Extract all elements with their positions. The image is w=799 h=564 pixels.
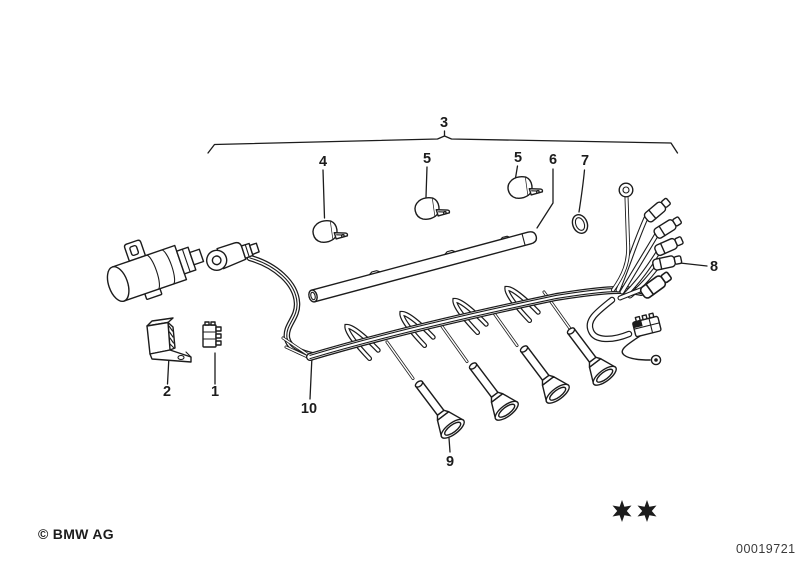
callout-6: 6 [549,152,557,168]
callout-3: 3 [440,115,448,131]
small-connector-drawing [202,321,222,348]
leader-5b [514,165,519,179]
leader-4 [322,169,326,219]
leader-8 [679,262,708,267]
leader-5a [425,166,428,198]
protective-tube-drawing [308,231,538,303]
connector-fan-wires [615,215,662,301]
branch-lead-and-junction [586,296,662,366]
leader-7 [578,169,586,213]
six-pointed-star-icon [637,500,657,522]
cable-clip-5a-drawing [412,194,451,222]
leader-6 [536,168,554,229]
callout-2: 2 [163,384,171,400]
callout-7: 7 [581,153,589,169]
callout-8: 8 [710,259,718,275]
grommet-ring-drawing [571,213,589,235]
cable-clip-5b-drawing [505,173,544,201]
callout-5b: 5 [514,150,522,166]
coil-lead-outline [246,254,320,360]
leader-lines [166,165,708,453]
footnote-stars [612,500,657,522]
callout-labels: 1 2 3 4 5 5 6 7 8 9 10 [163,115,718,470]
leader-9 [448,437,451,453]
callout-10: 10 [301,401,317,417]
cable-clip-4-drawing [310,217,349,245]
mounting-bracket-drawing [146,317,192,363]
callout-4: 4 [319,154,327,170]
ignition-coil-drawing [106,239,205,303]
callout-5a: 5 [423,151,431,167]
distributor-terminal-stem [611,182,634,292]
coil-lead-seam [249,257,317,357]
callout-9: 9 [446,454,454,470]
group-bracket-3 [207,135,679,154]
document-number: 00019721 [736,542,796,556]
coil-wire-connector-drawing [205,241,260,272]
copyright-notice: © BMW AG [38,526,114,542]
leader-10 [309,355,313,400]
callout-1: 1 [211,384,219,400]
six-pointed-star-icon [612,500,632,522]
